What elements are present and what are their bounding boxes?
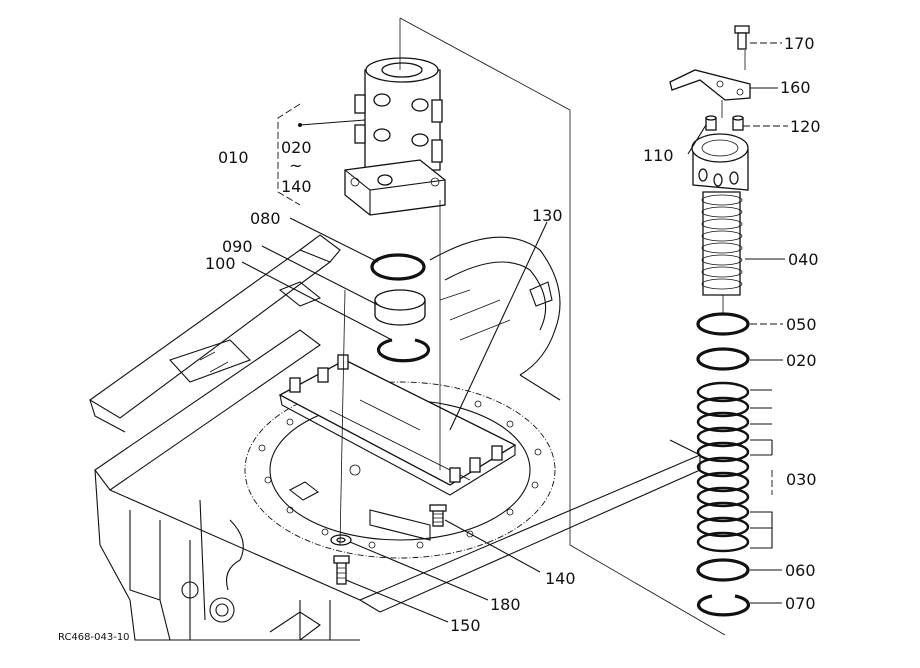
label-060: 060 [785,561,816,580]
bolt-150 [333,555,350,585]
plug-110 [705,115,717,131]
label-170: 170 [784,34,815,53]
part-labels: 010 020 ~ 140 080 090 100 130 170 160 12… [58,34,821,643]
label-090: 090 [222,237,253,256]
label-100: 100 [205,254,236,273]
label-150: 150 [450,616,481,635]
spool-040 [691,133,749,296]
label-020-140-bottom: 140 [281,177,312,196]
bolt-170 [734,25,750,50]
plug-120 [732,115,744,131]
ring-020 [696,347,750,371]
label-020: 020 [786,351,817,370]
plate-160 [669,69,751,101]
leader-lines [241,42,788,623]
label-050: 050 [786,315,817,334]
washer-180 [330,534,352,546]
rotary-joint-body [344,57,446,216]
center-lines [339,17,746,636]
label-180: 180 [490,595,521,614]
label-080: 080 [250,209,281,228]
label-tilde: ~ [289,156,302,175]
label-130: 130 [532,206,563,225]
label-020-140-top: 020 [281,138,312,157]
label-010: 010 [218,148,249,167]
figure-code: RC468-043-10 [58,632,130,643]
seal-stack-030 [696,381,750,553]
cap-090 [374,289,426,326]
ring-050 [696,312,750,336]
snap-ring-100 [376,338,431,363]
label-030: 030 [786,470,817,489]
label-040: 040 [788,250,819,269]
label-140: 140 [545,569,576,588]
label-070: 070 [785,594,816,613]
bolt-140 [429,504,447,527]
label-160: 160 [780,78,811,97]
o-ring-080 [370,253,426,281]
label-110: 110 [643,146,674,165]
label-120: 120 [790,117,821,136]
ring-060 [696,558,750,582]
snap-ring-070 [696,594,751,617]
